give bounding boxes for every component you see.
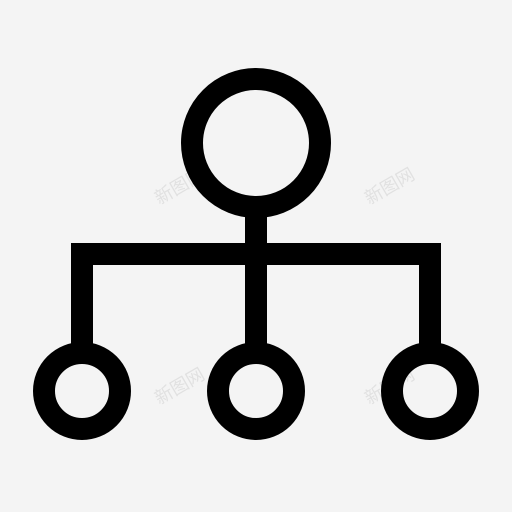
right-node-circle xyxy=(381,342,479,440)
middle-node-circle xyxy=(207,342,305,440)
branch-bus xyxy=(71,243,441,350)
left-node-circle xyxy=(33,342,131,440)
watermark-text: 新图网 xyxy=(361,164,418,209)
watermark-text: 新图网 xyxy=(151,364,208,409)
top-node-circle xyxy=(181,68,331,218)
